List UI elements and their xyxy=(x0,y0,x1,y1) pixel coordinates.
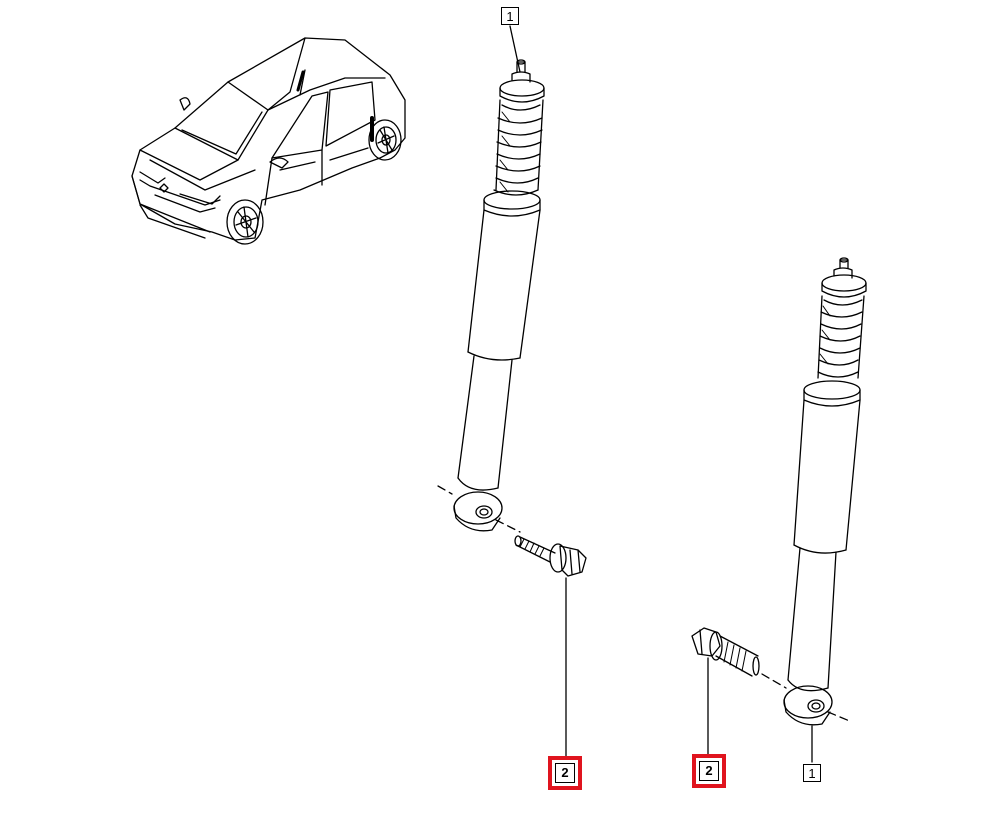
callout-2-left-label: 2 xyxy=(555,763,575,783)
bolt-icon xyxy=(514,535,587,759)
bolt-icon xyxy=(691,627,760,759)
callout-2-left[interactable]: 2 xyxy=(548,756,582,790)
callout-2-right[interactable]: 2 xyxy=(692,754,726,788)
car-hatchback-icon xyxy=(131,37,406,245)
callout-1-bottom: 1 xyxy=(803,764,821,782)
callout-2-right-label: 2 xyxy=(699,761,719,781)
callout-1-top: 1 xyxy=(501,7,519,25)
shock-absorber-right xyxy=(761,257,867,763)
shock-absorber-left xyxy=(437,25,545,533)
